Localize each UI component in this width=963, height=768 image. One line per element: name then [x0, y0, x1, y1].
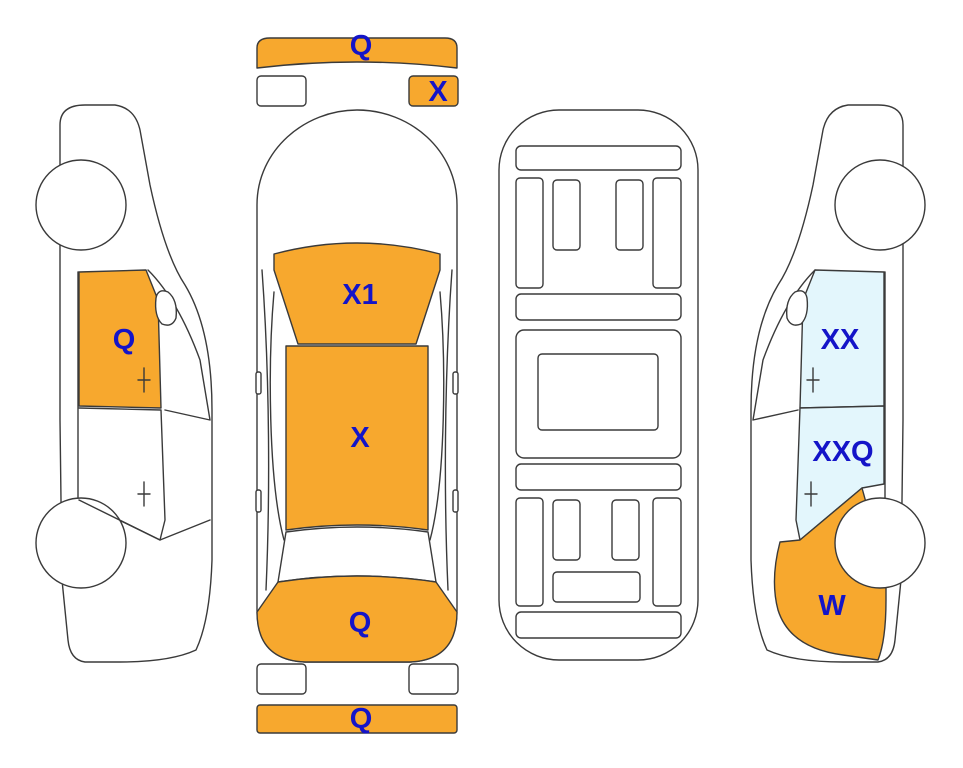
underside-pad-right-front [615, 179, 644, 251]
trunk-part[interactable] [256, 575, 458, 663]
hood-part[interactable] [273, 242, 441, 345]
underside-pad-left-rear [552, 499, 581, 561]
underside-rail-left-front [515, 177, 544, 289]
underside-rail-right-front [652, 177, 682, 289]
right-headlight-label: X [428, 76, 448, 108]
right-front-door-label: XX [821, 324, 860, 356]
left-rear-door-part[interactable] [78, 407, 166, 541]
underside-center-plate [537, 353, 659, 431]
left-handle-bottom [255, 489, 262, 513]
left-headlight-part[interactable] [256, 75, 307, 107]
right-front-door-handle [806, 367, 820, 393]
underside-panel-front [515, 145, 682, 171]
front-bumper-part[interactable] [256, 37, 458, 69]
right-rear-door-label: XXQ [812, 436, 873, 468]
left-front-door-part[interactable] [78, 269, 162, 409]
right-taillight-part[interactable] [408, 663, 459, 695]
underside-panel-rear [515, 611, 682, 639]
trunk-label: Q [349, 607, 372, 639]
right-handle-top [452, 371, 459, 395]
front-bumper-label: Q [350, 30, 373, 62]
left-side-mirror [154, 290, 178, 326]
underside-rail-right-rear [652, 497, 682, 607]
rear-window [277, 526, 437, 583]
right-pillar-line [444, 269, 453, 591]
right-side-mirror [785, 290, 809, 326]
right-side-front-wheel [834, 159, 926, 251]
right-rear-quarter-label: W [818, 590, 846, 622]
right-rear-door-handle [804, 481, 818, 507]
roof-label: X [350, 422, 370, 454]
left-window-line [269, 291, 285, 541]
left-side-rear-wheel [35, 497, 127, 589]
left-side-front-wheel [35, 159, 127, 251]
left-handle-top [255, 371, 262, 395]
right-window-line [429, 291, 445, 541]
right-handle-bottom [452, 489, 459, 513]
underside-pad-right-rear [611, 499, 640, 561]
hood-label: X1 [342, 279, 377, 311]
left-front-door-label: Q [113, 324, 136, 356]
rear-bumper-label: Q [350, 703, 373, 735]
right-side-rear-wheel [834, 497, 926, 589]
underside-rail-left-rear [515, 497, 544, 607]
underside-crossmember-1 [515, 293, 682, 321]
rear-bumper-part[interactable] [256, 704, 458, 734]
left-rear-door-handle [137, 481, 151, 507]
right-headlight-part[interactable] [408, 75, 459, 107]
roof-part[interactable] [285, 345, 429, 531]
left-pillar-line [261, 269, 270, 591]
left-taillight-part[interactable] [256, 663, 307, 695]
underside-crossmember-2 [515, 463, 682, 491]
underside-pad-left-front [552, 179, 581, 251]
left-front-door-handle [137, 367, 151, 393]
underside-exhaust-plate [552, 571, 641, 603]
left-side-window-outline [147, 269, 211, 421]
right-side-window-outline [752, 269, 816, 421]
